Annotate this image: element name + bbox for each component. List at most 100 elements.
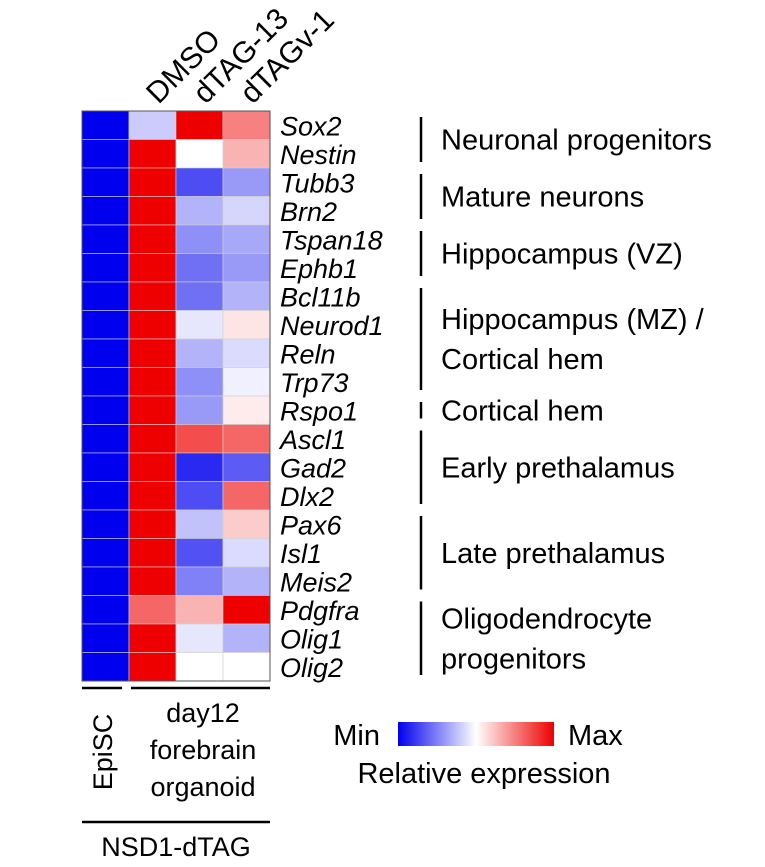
heatmap-cell: [128, 652, 177, 682]
gene-label: Dlx2: [280, 482, 334, 512]
heatmap-cell: [222, 139, 271, 169]
heatmap-cell: [128, 481, 177, 511]
heatmap-cell: [81, 481, 130, 511]
heatmap-cell: [175, 110, 224, 140]
heatmap-cell: [222, 481, 271, 511]
heatmap-cells: [81, 110, 271, 682]
heatmap-cell: [175, 481, 224, 511]
heatmap-cell: [128, 452, 177, 482]
heatmap-cell: [128, 167, 177, 197]
heatmap-cell: [128, 367, 177, 397]
heatmap-cell: [222, 281, 271, 311]
heatmap-cell: [81, 338, 130, 368]
heatmap-cell: [222, 566, 271, 596]
gene-label: Trp73: [280, 368, 349, 398]
heatmap-cell: [81, 281, 130, 311]
gene-label: Brn2: [280, 197, 337, 227]
gene-label: Gad2: [280, 453, 346, 483]
heatmap-cell: [81, 367, 130, 397]
heatmap-cell: [81, 196, 130, 226]
heatmap-cell: [128, 509, 177, 539]
heatmap-cell: [175, 595, 224, 625]
gene-label: Sox2: [280, 111, 342, 141]
heatmap-cell: [222, 538, 271, 568]
heatmap-cell: [222, 452, 271, 482]
heatmap-cell: [175, 139, 224, 169]
heatmap-cell: [222, 509, 271, 539]
heatmap-cell: [175, 452, 224, 482]
heatmap-cell: [175, 395, 224, 425]
heatmap-cell: [175, 566, 224, 596]
heatmap-cell: [128, 338, 177, 368]
gene-label: Pax6: [280, 510, 343, 540]
heatmap-cell: [222, 253, 271, 283]
heatmap-cell: [128, 424, 177, 454]
heatmap-cell: [175, 281, 224, 311]
heatmap-cell: [175, 253, 224, 283]
gene-label: Neurod1: [280, 311, 384, 341]
organoid-label: forebrain: [150, 735, 257, 765]
heatmap-cell: [128, 139, 177, 169]
group-label: Neuronal progenitors: [441, 125, 712, 157]
heatmap-cell: [81, 167, 130, 197]
heatmap-cell: [81, 310, 130, 340]
legend-title: Relative expression: [357, 758, 610, 790]
gene-label: Pdgfra: [280, 596, 360, 626]
heatmap-cell: [222, 424, 271, 454]
heatmap-cell: [128, 253, 177, 283]
heatmap-cell: [81, 452, 130, 482]
heatmap-cell: [222, 595, 271, 625]
heatmap-cell: [81, 623, 130, 653]
heatmap-cell: [222, 338, 271, 368]
heatmap-cell: [222, 224, 271, 254]
heatmap-cell: [175, 652, 224, 682]
heatmap-cell: [81, 595, 130, 625]
heatmap-cell: [81, 538, 130, 568]
heatmap-cell: [222, 167, 271, 197]
heatmap-cell: [222, 623, 271, 653]
heatmap-cell: [175, 310, 224, 340]
heatmap-cell: [128, 281, 177, 311]
heatmap-cell: [128, 196, 177, 226]
construct-label: NSD1-dTAG: [101, 832, 251, 862]
heatmap-cell: [81, 652, 130, 682]
heatmap-cell: [175, 509, 224, 539]
heatmap-cell: [175, 224, 224, 254]
heatmap-cell: [128, 224, 177, 254]
gene-label: Reln: [280, 339, 336, 369]
heatmap-cell: [175, 338, 224, 368]
heatmap-cell: [222, 395, 271, 425]
organoid-label: organoid: [150, 772, 255, 802]
group-label: progenitors: [441, 643, 586, 675]
heatmap-cell: [128, 566, 177, 596]
group-label: Hippocampus (MZ) /: [441, 304, 705, 336]
gene-labels: Sox2NestinTubb3Brn2Tspan18Ephb1Bcl11bNeu…: [278, 111, 384, 683]
heatmap-cell: [81, 395, 130, 425]
group-label: Cortical hem: [441, 344, 604, 376]
heatmap-frame: [81, 110, 271, 682]
group-label: Oligodendrocyte: [441, 603, 652, 635]
gene-label: Ascl1: [278, 425, 346, 455]
heatmap-cell: [128, 623, 177, 653]
group-label: Late prethalamus: [441, 538, 665, 570]
heatmap-cell: [175, 367, 224, 397]
heatmap-cell: [222, 196, 271, 226]
gene-label: Olig1: [280, 624, 343, 654]
gene-label: Olig2: [280, 653, 343, 683]
organoid-label: day12: [166, 698, 240, 728]
heatmap-cell: [128, 110, 177, 140]
gene-label: Ephb1: [280, 254, 358, 284]
heatmap-cell: [222, 652, 271, 682]
legend-gradient-bar: [398, 722, 554, 746]
group-label: Early prethalamus: [441, 452, 675, 484]
heatmap-cell: [81, 566, 130, 596]
legend-max-label: Max: [568, 720, 623, 752]
heatmap-cell: [175, 196, 224, 226]
heatmap-cell: [175, 538, 224, 568]
gene-label: Meis2: [280, 567, 352, 597]
